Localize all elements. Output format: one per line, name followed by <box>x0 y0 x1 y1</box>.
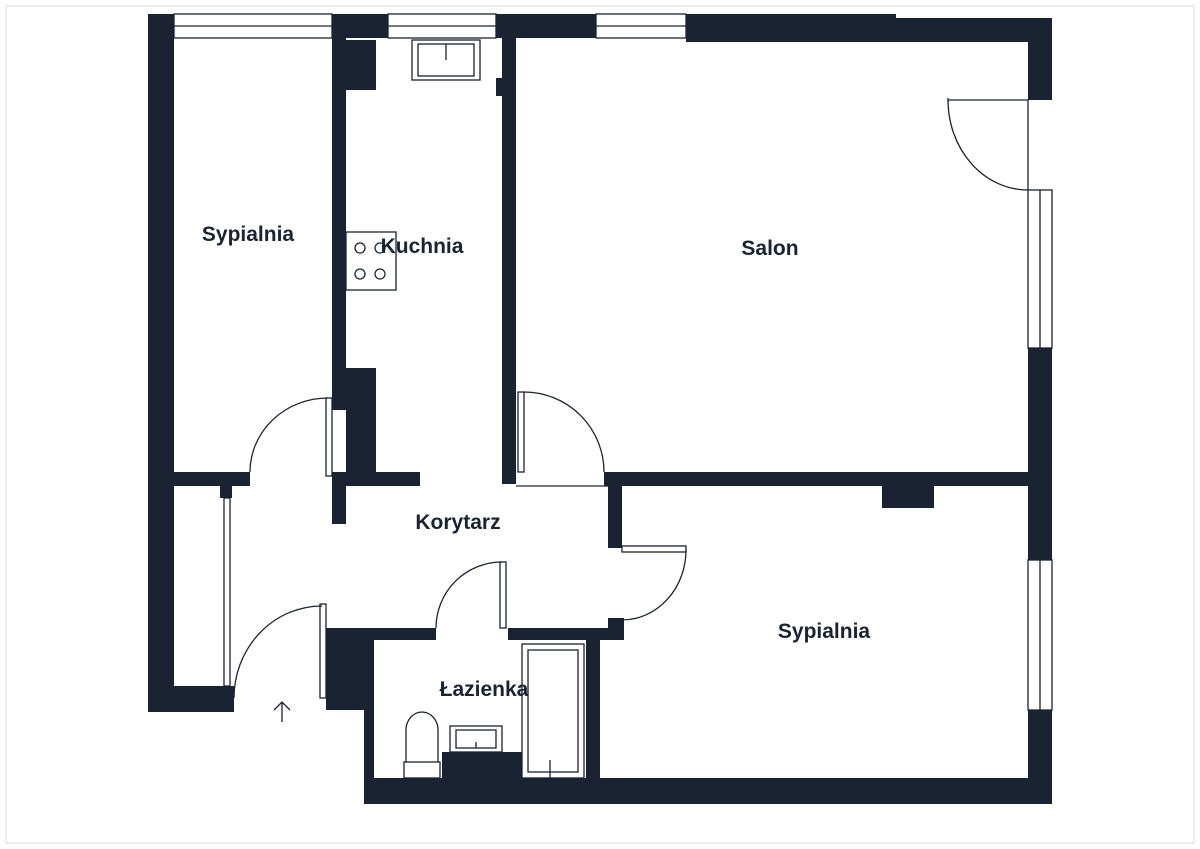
room-label-bedroom-left: Sypialnia <box>202 223 295 246</box>
wardrobe-panel <box>223 497 231 687</box>
doors <box>223 98 1029 699</box>
shower-icon <box>521 643 585 779</box>
door-bathroom <box>435 561 507 629</box>
door-balcony <box>947 98 1029 191</box>
toilet-icon <box>403 711 441 779</box>
bathroom-sink-icon <box>449 725 503 753</box>
sink-icon <box>411 39 481 81</box>
room-label-kitchen: Kuchnia <box>381 235 464 258</box>
kitchen-pipe <box>496 78 502 96</box>
stove-icon <box>345 231 397 291</box>
room-label-bathroom: Łazienka <box>440 678 529 701</box>
door-salon <box>516 391 608 487</box>
room-label-salon: Salon <box>741 237 798 260</box>
windows <box>173 13 1053 711</box>
fixtures <box>345 39 585 779</box>
walls <box>148 14 1052 804</box>
door-bedroom-right <box>621 545 687 621</box>
door-entrance <box>233 603 327 699</box>
room-label-bedroom-right: Sypialnia <box>778 620 871 643</box>
door-bedroom-left <box>249 397 333 477</box>
page-frame <box>5 5 1195 844</box>
arrow-up-icon <box>273 701 291 722</box>
room-label-hallway: Korytarz <box>415 511 500 534</box>
